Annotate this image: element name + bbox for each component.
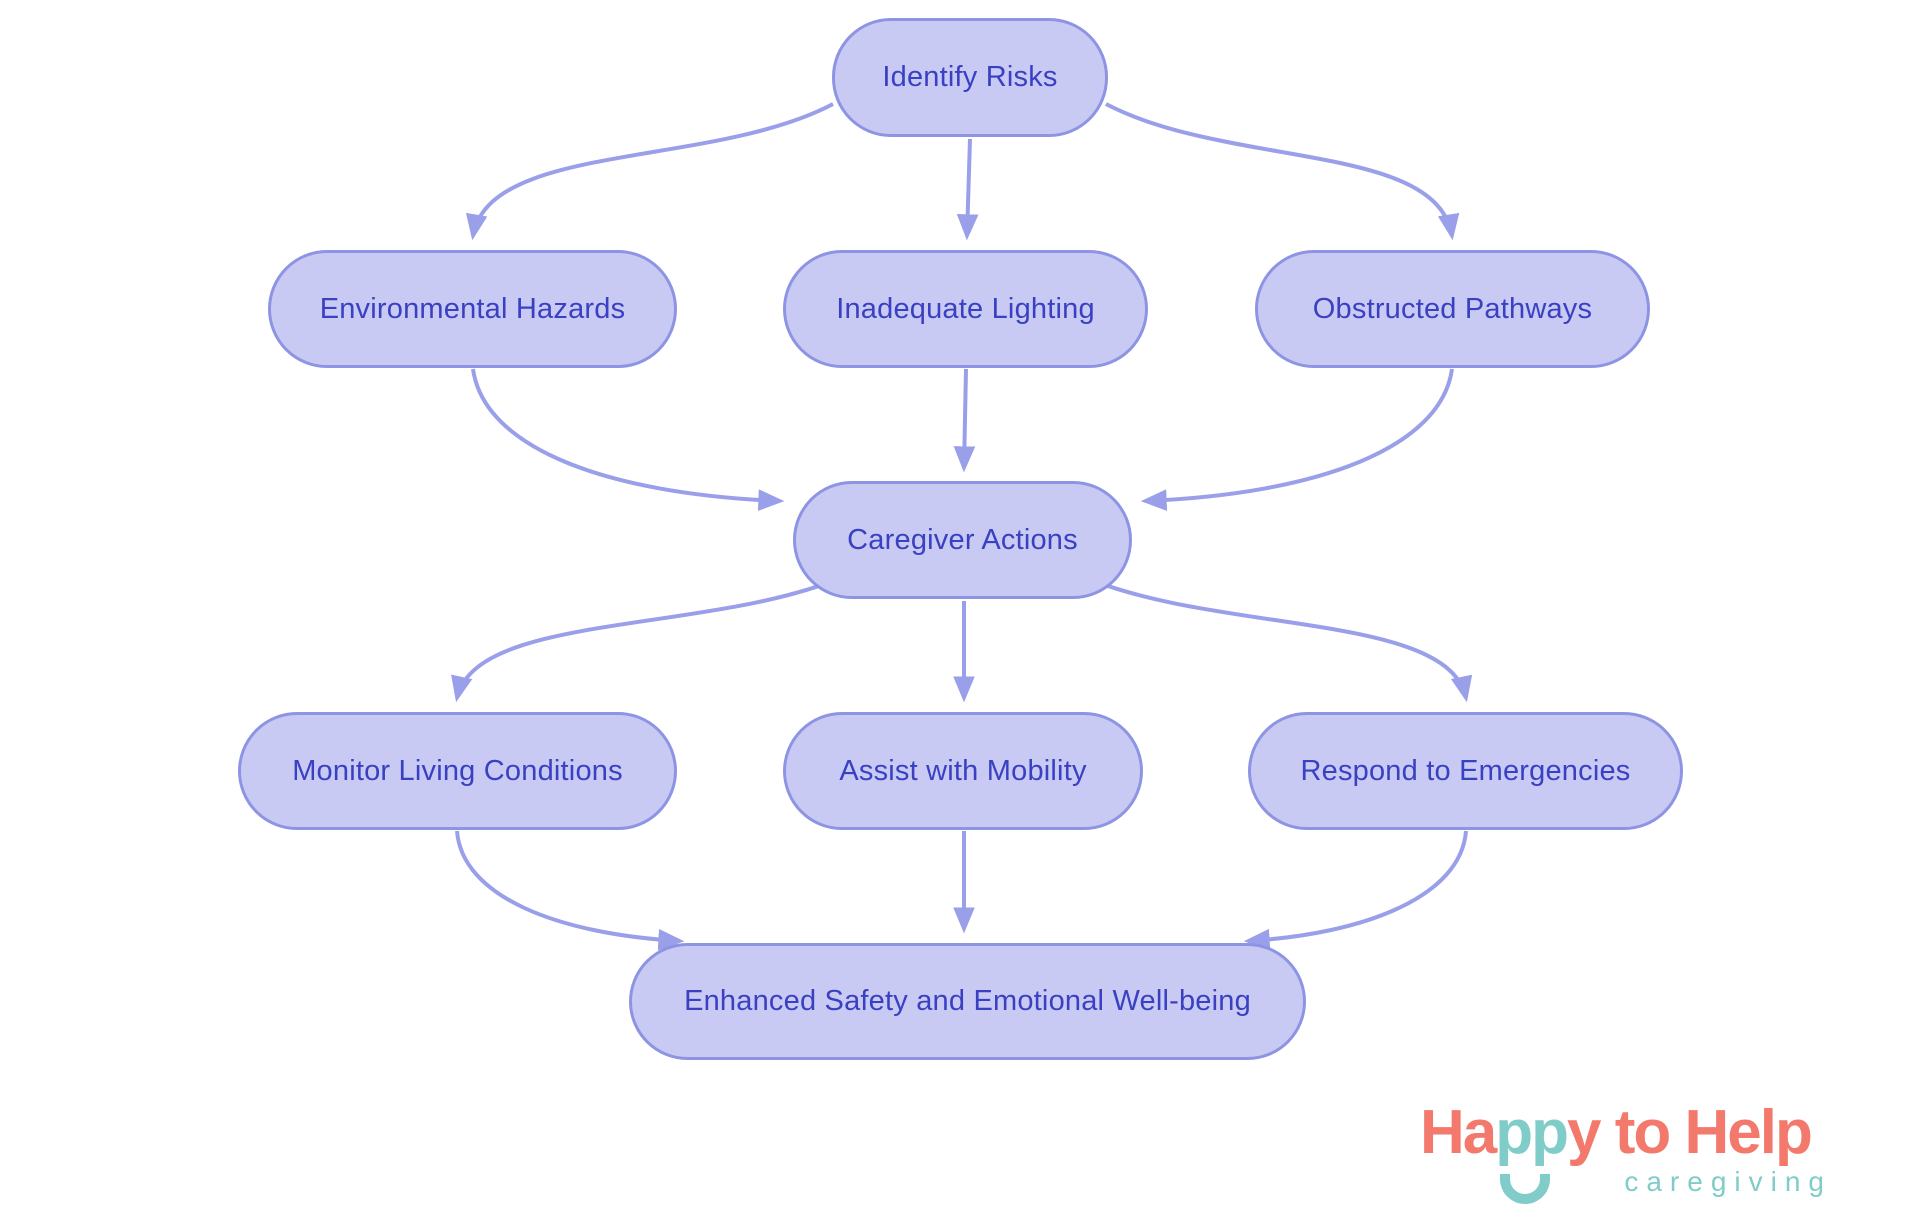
node-monitor-living-conditions: Monitor Living Conditions bbox=[238, 712, 677, 830]
edge-respond-to-emergencies-to-enhanced-safety bbox=[1243, 830, 1468, 951]
node-label: Environmental Hazards bbox=[319, 292, 626, 325]
edge-monitor-living-conditions-to-enhanced-safety bbox=[455, 830, 685, 951]
logo-text-to: to bbox=[1599, 1098, 1685, 1167]
node-respond-to-emergencies: Respond to Emergencies bbox=[1248, 712, 1683, 830]
node-label: Respond to Emergencies bbox=[1300, 754, 1631, 787]
node-identify-risks: Identify Risks bbox=[832, 18, 1108, 137]
node-label: Monitor Living Conditions bbox=[292, 754, 623, 787]
node-obstructed-pathways: Obstructed Pathways bbox=[1255, 250, 1650, 368]
logo-text-y: y bbox=[1567, 1098, 1602, 1167]
edge-identify-risks-to-environmental-hazards bbox=[466, 102, 834, 241]
node-inadequate-lighting: Inadequate Lighting bbox=[783, 250, 1148, 368]
node-label: Enhanced Safety and Emotional Well-being bbox=[684, 985, 1251, 1017]
logo-subtitle: caregiving bbox=[1624, 1166, 1832, 1197]
logo-text-ha: Ha bbox=[1420, 1098, 1497, 1167]
edge-inadequate-lighting-to-caregiver-actions bbox=[953, 368, 976, 473]
node-environmental-hazards: Environmental Hazards bbox=[268, 250, 677, 368]
node-label: Identify Risks bbox=[882, 61, 1058, 93]
node-caregiver-actions: Caregiver Actions bbox=[793, 481, 1132, 599]
logo-text-help: Help bbox=[1684, 1098, 1812, 1167]
edge-obstructed-pathways-to-caregiver-actions bbox=[1140, 368, 1454, 511]
node-assist-with-mobility: Assist with Mobility bbox=[783, 712, 1143, 830]
edge-identify-risks-to-inadequate-lighting bbox=[956, 138, 979, 241]
edge-environmental-hazards-to-caregiver-actions bbox=[471, 368, 785, 511]
node-label: Inadequate Lighting bbox=[836, 292, 1095, 325]
node-label: Caregiver Actions bbox=[847, 523, 1078, 556]
edge-caregiver-actions-to-respond-to-emergencies bbox=[1081, 574, 1473, 703]
node-label: Obstructed Pathways bbox=[1312, 292, 1593, 325]
node-enhanced-safety: Enhanced Safety and Emotional Well-being bbox=[629, 943, 1306, 1060]
smile-icon bbox=[1500, 1174, 1551, 1204]
logo-text-pp: pp bbox=[1495, 1098, 1569, 1167]
edge-identify-risks-to-obstructed-pathways bbox=[1105, 102, 1460, 241]
edge-caregiver-actions-to-monitor-living-conditions bbox=[451, 574, 846, 703]
node-label: Assist with Mobility bbox=[839, 754, 1087, 787]
